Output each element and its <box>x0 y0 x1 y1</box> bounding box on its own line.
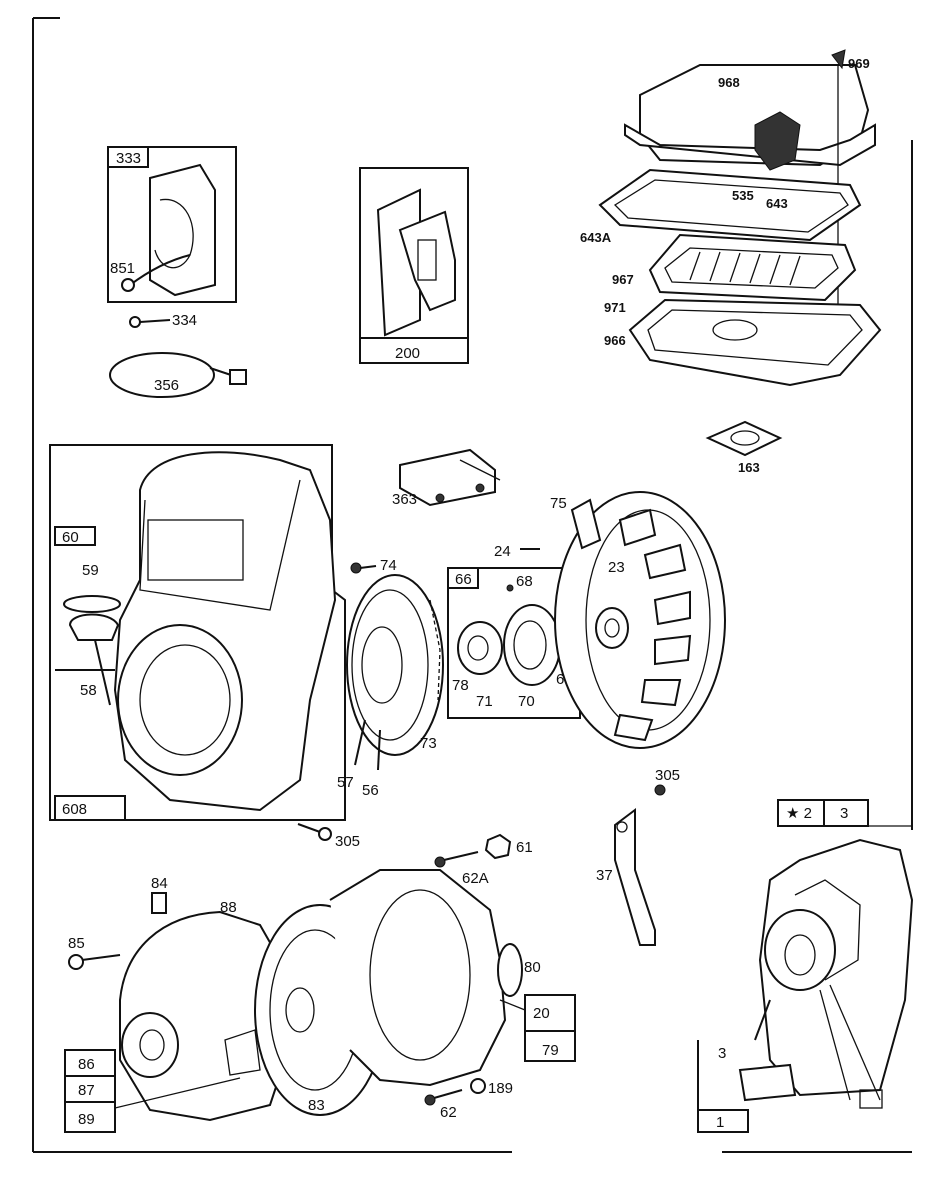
gasket-set-200 <box>359 167 469 364</box>
label-535: 535 <box>732 188 754 203</box>
label-61: 61 <box>516 839 533 856</box>
bolt-62-icon <box>424 1089 463 1106</box>
label-37: 37 <box>596 867 613 884</box>
label-2: ★ 2 <box>786 805 812 822</box>
label-87: 87 <box>78 1082 95 1099</box>
bracket-363-icon <box>399 448 501 507</box>
label-66: 66 <box>455 571 472 588</box>
label-58: 58 <box>80 682 97 699</box>
label-62: 62 <box>440 1104 457 1121</box>
label-60: 60 <box>62 529 79 546</box>
label-70: 70 <box>518 693 535 710</box>
label-3-box: 3 <box>840 805 848 822</box>
cylinder-assembly <box>697 799 914 1133</box>
label-851: 851 <box>110 260 135 277</box>
label-968: 968 <box>718 75 740 90</box>
label-363: 363 <box>392 491 417 508</box>
label-3: 3 <box>718 1045 726 1062</box>
label-305-lower: 305 <box>335 833 360 850</box>
label-971: 971 <box>604 300 626 315</box>
ground-wire-356-icon <box>109 352 247 398</box>
air-cleaner-assembly <box>598 49 882 387</box>
label-84: 84 <box>151 875 168 892</box>
label-box-86-87-89 <box>64 1049 241 1133</box>
screw-74-icon <box>350 562 377 574</box>
label-643: 643 <box>766 196 788 211</box>
label-88: 88 <box>220 899 237 916</box>
label-71: 71 <box>476 693 493 710</box>
label-78: 78 <box>452 677 469 694</box>
label-74: 74 <box>380 557 397 574</box>
bolt-62a-icon <box>434 851 479 868</box>
screw-334-icon <box>129 316 171 328</box>
label-305-upper: 305 <box>655 767 680 784</box>
screw-305-lower-icon <box>297 823 332 841</box>
label-189: 189 <box>488 1080 513 1097</box>
label-86: 86 <box>78 1056 95 1073</box>
label-334: 334 <box>172 312 197 329</box>
label-966: 966 <box>604 333 626 348</box>
label-200: 200 <box>395 345 420 362</box>
flywheel-23 <box>554 491 726 749</box>
label-68: 68 <box>516 573 533 590</box>
label-333: 333 <box>116 150 141 167</box>
label-56: 56 <box>362 782 379 799</box>
label-23: 23 <box>608 559 625 576</box>
label-89: 89 <box>78 1111 95 1128</box>
label-24: 24 <box>494 543 511 560</box>
label-box-20-79 <box>499 994 576 1062</box>
label-79: 79 <box>542 1042 559 1059</box>
label-163: 163 <box>738 460 760 475</box>
label-1: 1 <box>716 1114 724 1131</box>
diagram-frame <box>32 17 913 1153</box>
label-75: 75 <box>550 495 567 512</box>
ignition-armature-assembly <box>107 146 237 303</box>
label-59: 59 <box>82 562 99 579</box>
label-967: 967 <box>612 272 634 287</box>
label-62a: 62A <box>462 870 489 887</box>
screw-305-upper-icon <box>654 784 666 796</box>
label-969: 969 <box>848 56 870 71</box>
nut-61-icon <box>484 833 512 860</box>
blower-housing-assembly <box>49 444 346 821</box>
label-643a: 643A <box>580 230 612 245</box>
label-356: 356 <box>154 377 179 394</box>
nut-189-icon <box>470 1078 486 1094</box>
label-73: 73 <box>420 735 437 752</box>
label-85: 85 <box>68 935 85 952</box>
label-80: 80 <box>524 959 541 976</box>
label-83: 83 <box>308 1097 325 1114</box>
label-57: 57 <box>337 774 354 791</box>
baffle-37 <box>614 808 656 946</box>
rewind-starter-73 <box>346 574 444 771</box>
gasket-163-icon <box>705 420 783 457</box>
sump-cover-assembly <box>68 869 523 1122</box>
label-608: 608 <box>62 801 87 818</box>
label-20: 20 <box>533 1005 550 1022</box>
